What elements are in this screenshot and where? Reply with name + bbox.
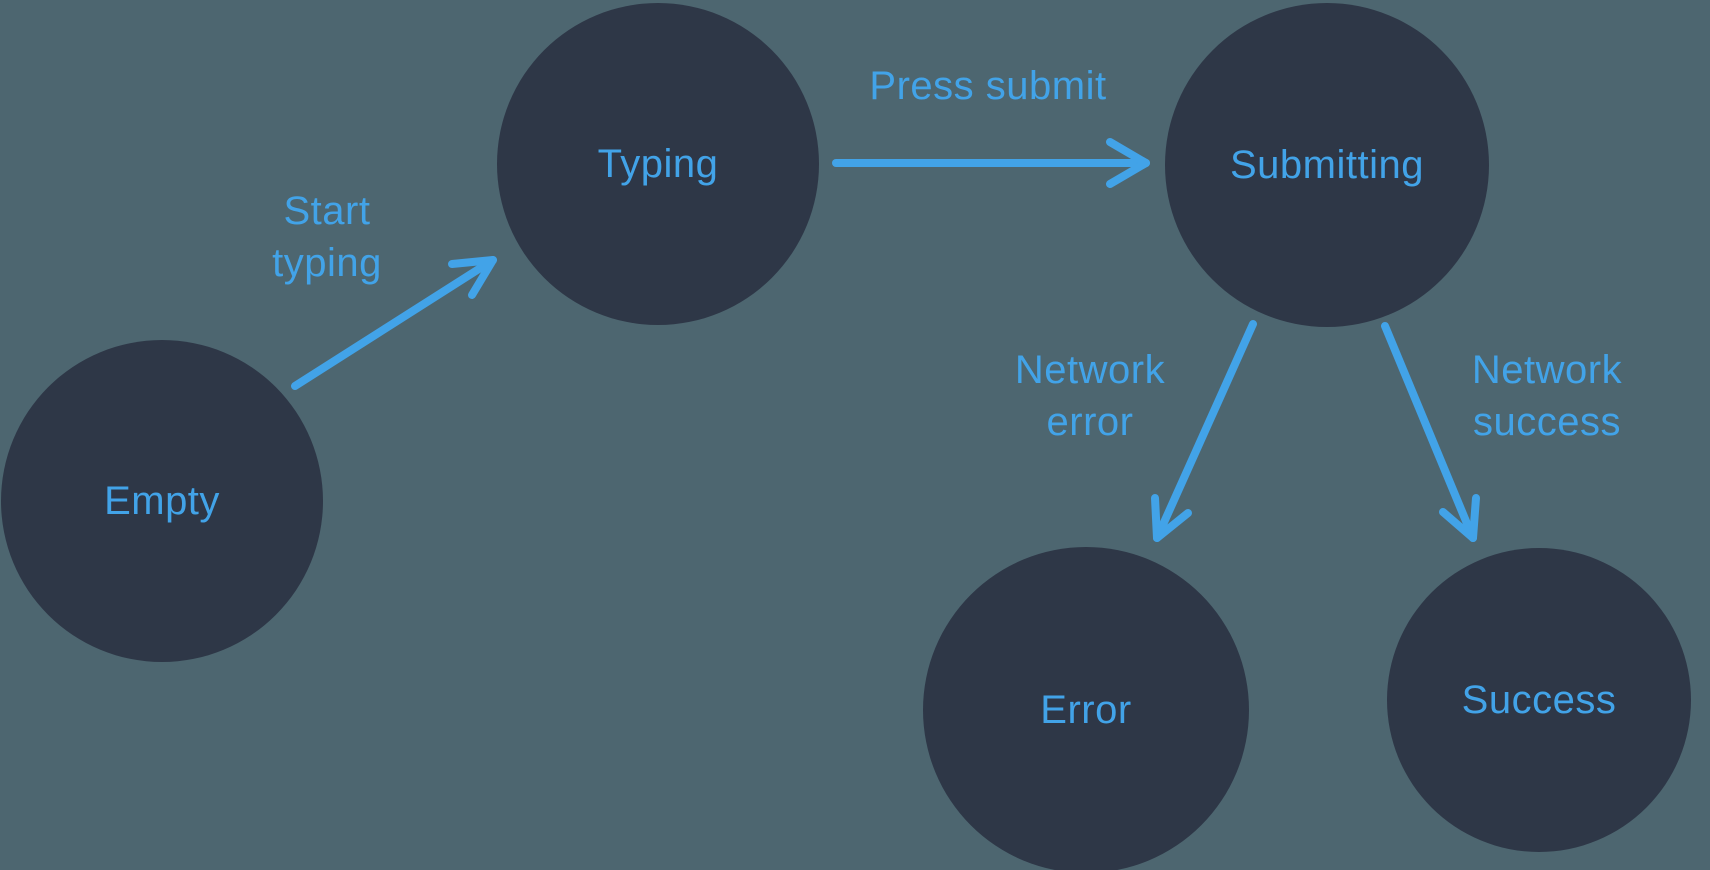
state-node-submitting: Submitting bbox=[1165, 3, 1489, 327]
edge-label-network-success: Network success bbox=[1471, 348, 1623, 444]
state-node-label: Submitting bbox=[1230, 142, 1424, 187]
state-node-label: Typing bbox=[597, 141, 719, 186]
edge-label-start-typing: Start typing bbox=[272, 189, 382, 285]
edge-arrow-network-error bbox=[1151, 320, 1257, 542]
state-node-typing: Typing bbox=[497, 3, 819, 325]
edge-label-press-submit: Press submit bbox=[869, 64, 1107, 108]
edge-arrow-press-submit bbox=[832, 138, 1150, 188]
state-node-error: Error bbox=[923, 547, 1249, 870]
edge-arrow-start-typing bbox=[291, 256, 497, 390]
state-node-label: Success bbox=[1461, 677, 1617, 722]
state-node-label: Error bbox=[1040, 687, 1132, 732]
state-node-empty: Empty bbox=[1, 340, 323, 662]
edge-label-network-error: Network error bbox=[1014, 348, 1166, 444]
state-node-success: Success bbox=[1387, 548, 1691, 852]
edge-arrow-network-success bbox=[1381, 322, 1480, 542]
state-node-label: Empty bbox=[104, 478, 220, 523]
